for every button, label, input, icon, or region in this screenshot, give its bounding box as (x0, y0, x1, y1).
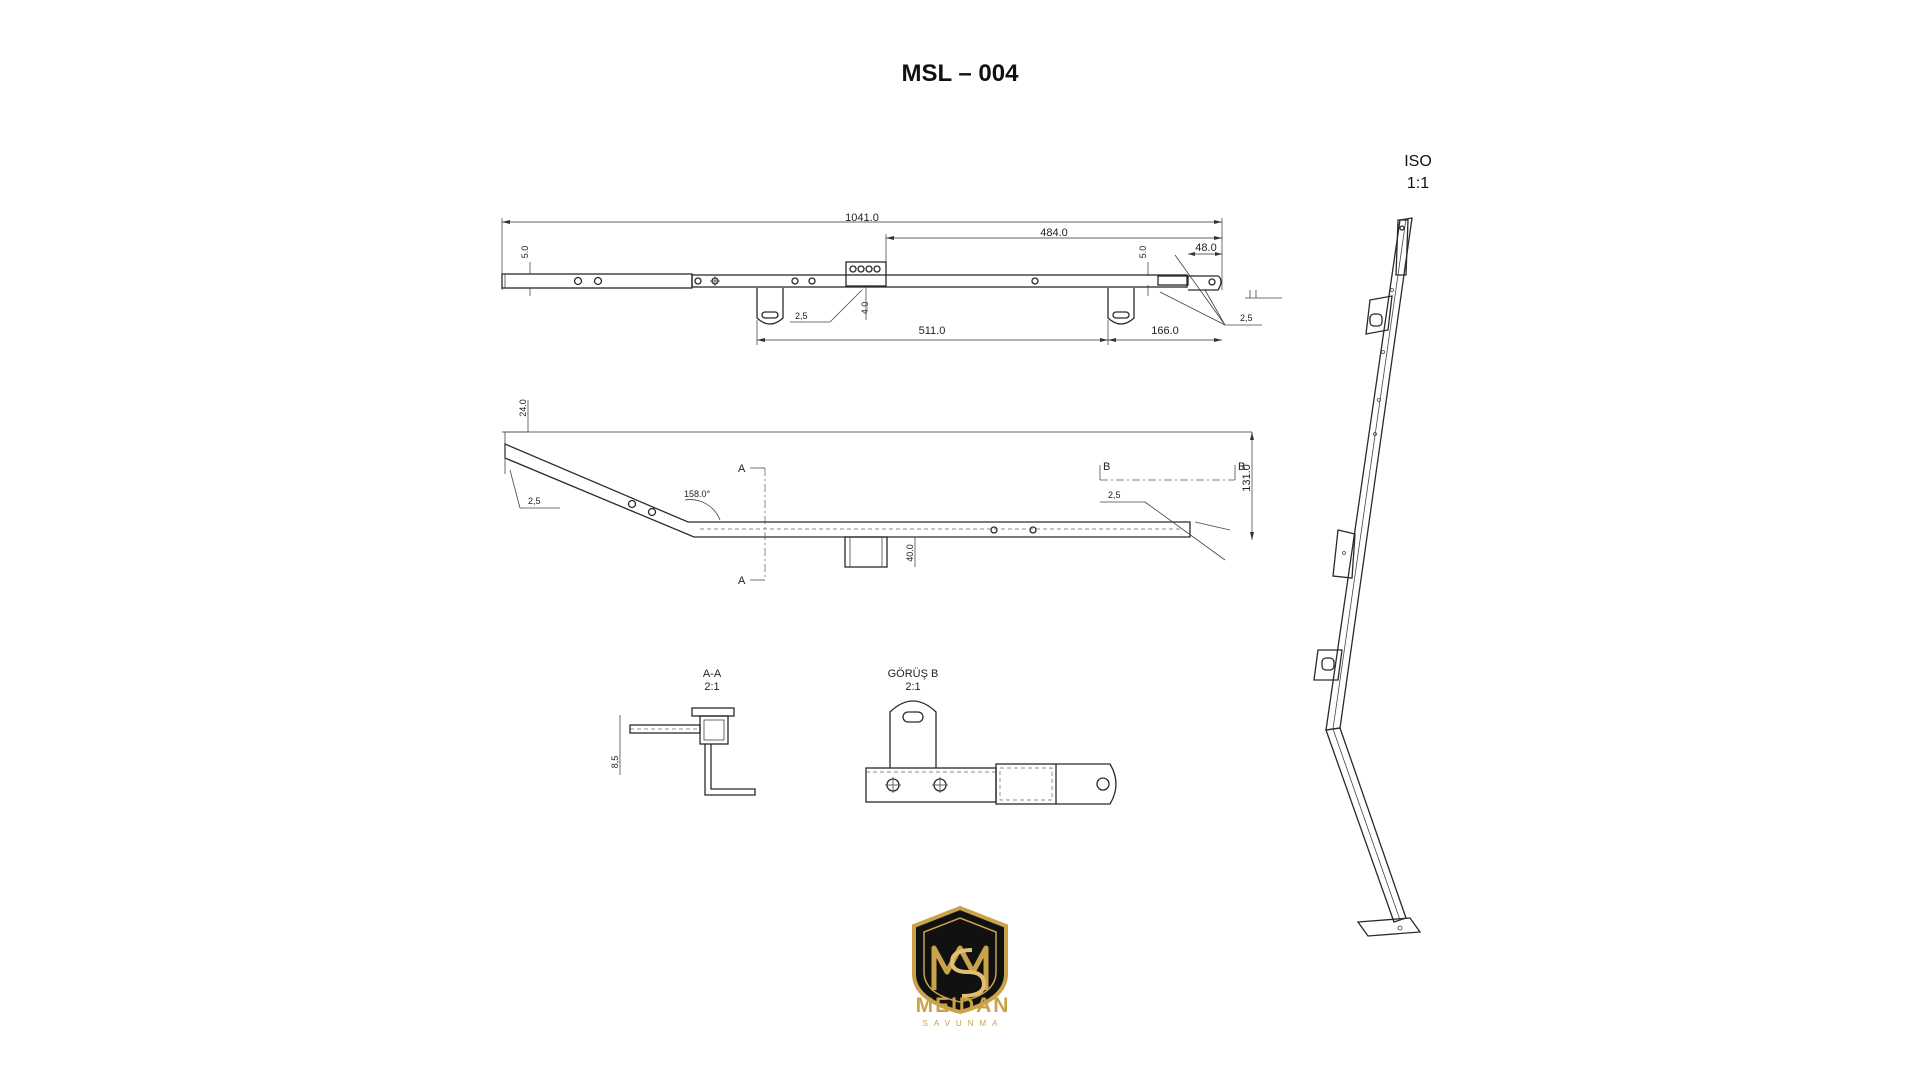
drawing-title: MSL – 004 (901, 60, 1019, 87)
dim-40: 40.0 (905, 544, 915, 562)
dim-166: 166.0 (1151, 325, 1179, 337)
section-b-left: B (1103, 461, 1110, 473)
weld-symbol-right: 2,5 (1240, 313, 1253, 323)
section-aa-label: A-A (703, 668, 722, 680)
ms-monogram-shield-icon (912, 905, 1008, 1015)
iso-scale: 1:1 (1407, 175, 1429, 192)
weld-symbol-left: 2,5 (795, 311, 808, 321)
dim-131: 131.0 (1241, 464, 1253, 492)
section-b-right: B (1238, 461, 1245, 473)
section-aa: A-A 2:1 8,5 (610, 668, 756, 796)
weld-symbol-side-left: 2,5 (528, 496, 541, 506)
dim-8-5: 8,5 (610, 756, 620, 769)
iso-view: ISO 1:1 (1313, 153, 1432, 937)
weld-symbol-side-right: 2,5 (1108, 490, 1121, 500)
dim-484: 484.0 (1040, 227, 1068, 239)
dim-overall-length: 1041.0 (845, 212, 879, 224)
iso-label: ISO (1404, 153, 1432, 170)
top-view: 1041.0 484.0 48.0 (501, 212, 1282, 345)
section-aa-scale: 2:1 (704, 681, 719, 693)
dim-511: 511.0 (919, 325, 946, 337)
dim-24: 24.0 (518, 399, 528, 417)
dim-4: 4.0 (860, 302, 870, 315)
company-logo: MEIDAN SAVUNMA (912, 905, 1011, 1028)
logo-subtitle: SAVUNMA (923, 1019, 1004, 1028)
side-view: 131.0 24.0 40.0 A A 158.0° B B (502, 399, 1254, 587)
angle-158: 158.0° (684, 489, 711, 499)
view-b-scale: 2:1 (905, 681, 920, 693)
dim-5-left: 5.0 (520, 246, 530, 259)
section-a-bottom: A (738, 575, 746, 587)
dim-5-right: 5.0 (1138, 246, 1148, 259)
section-a-top: A (738, 463, 746, 475)
view-b: GÖRÜŞ B 2:1 (865, 668, 1117, 805)
view-b-label: GÖRÜŞ B (888, 668, 939, 680)
logo-name: MEIDAN (916, 994, 1011, 1017)
dim-48: 48.0 (1195, 242, 1216, 254)
